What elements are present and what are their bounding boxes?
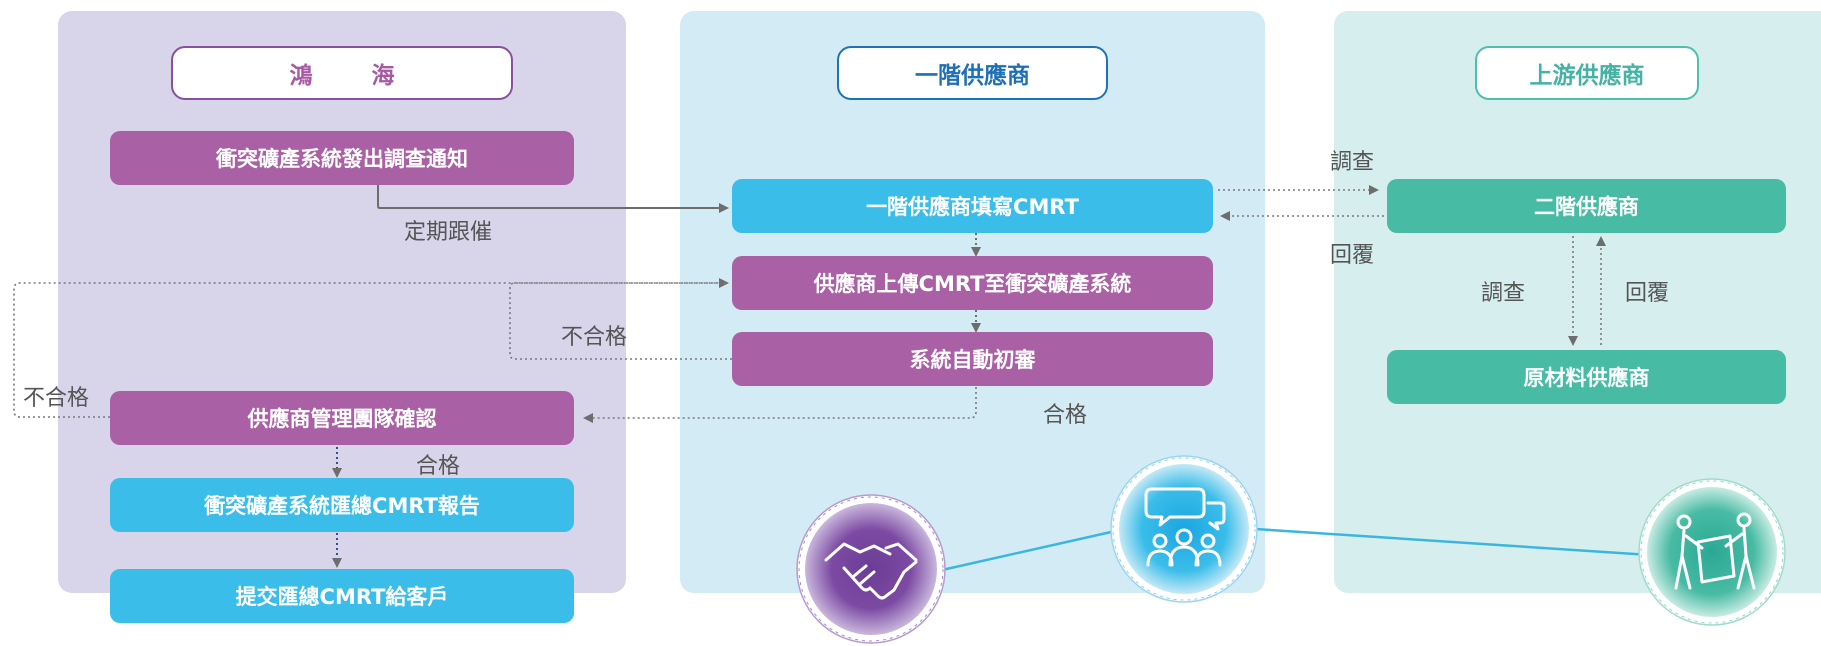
label-pass-auto-review: 合格 — [1043, 403, 1088, 428]
label-fail-team-confirm: 不合格 — [23, 386, 90, 411]
lane-title-honhai: 鴻 海 — [171, 46, 513, 100]
label-fail-auto-review: 不合格 — [561, 325, 628, 350]
handshake-icon — [796, 494, 946, 644]
label-survey-tier2: 調查 — [1330, 150, 1375, 175]
tier2-supplier-box: 二階供應商 — [1387, 179, 1786, 233]
label-reply-tier2: 回覆 — [1330, 243, 1375, 268]
collaboration-icon — [1638, 478, 1786, 626]
label-reply-raw: 回覆 — [1625, 281, 1670, 306]
submit-to-customer-box: 提交匯總CMRT給客戶 — [110, 569, 574, 623]
tier1-fill-cmrt-box: 一階供應商填寫CMRT — [732, 179, 1213, 233]
team-confirm-box: 供應商管理團隊確認 — [110, 391, 574, 445]
survey-notice-box: 衝突礦產系統發出調查通知 — [110, 131, 574, 185]
label-pass-team-confirm: 合格 — [416, 454, 461, 479]
label-survey-raw: 調查 — [1481, 281, 1526, 306]
lane-title-tier1: 一階供應商 — [837, 46, 1108, 100]
raw-material-supplier-box: 原材料供應商 — [1387, 350, 1786, 404]
auto-review-box: 系統自動初審 — [732, 332, 1213, 386]
label-follow-up: 定期跟催 — [404, 220, 493, 245]
lane-title-upstream: 上游供應商 — [1475, 46, 1699, 100]
summary-report-box: 衝突礦產系統匯總CMRT報告 — [110, 478, 574, 532]
upload-cmrt-box: 供應商上傳CMRT至衝突礦產系統 — [732, 256, 1213, 310]
meeting-chat-icon — [1110, 455, 1258, 603]
